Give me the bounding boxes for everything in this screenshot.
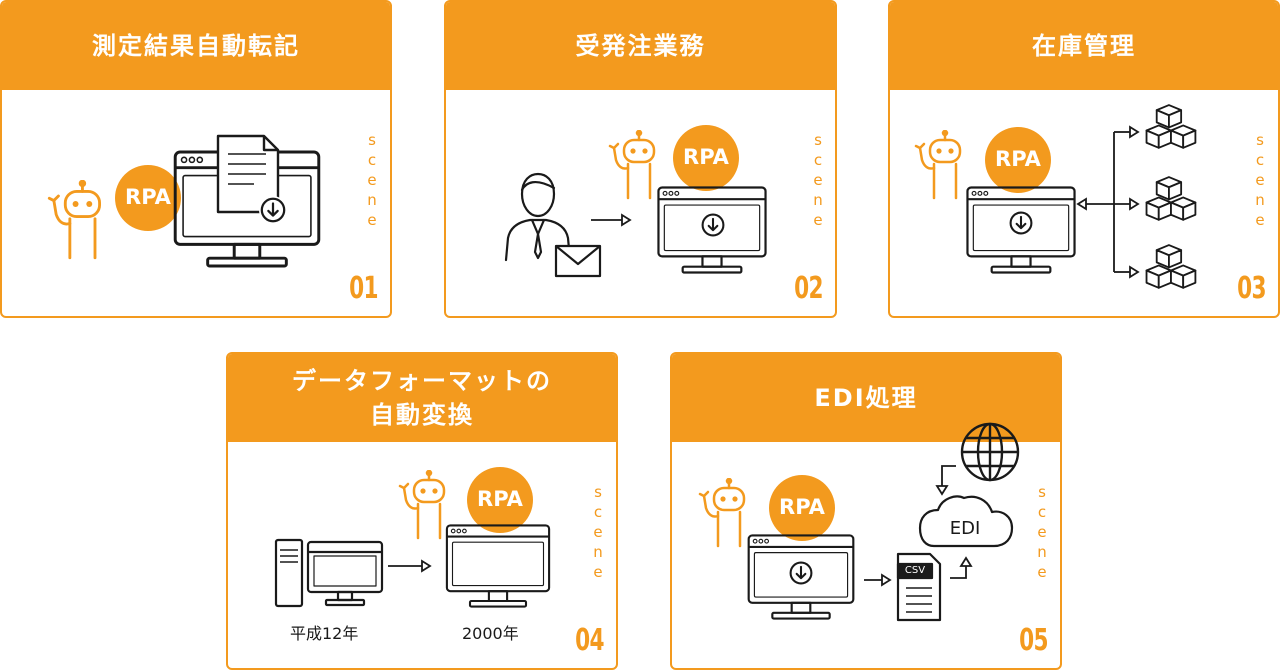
robot-icon xyxy=(698,478,746,548)
rpa-label: RPA xyxy=(683,145,729,169)
arrow-icon xyxy=(1076,125,1140,279)
scene-01-illustration xyxy=(47,134,321,268)
scene-title-02: 受発注業務 xyxy=(446,2,835,90)
cloud-icon xyxy=(918,495,1014,548)
arrow-icon xyxy=(864,573,892,587)
scene-number-02: 02 xyxy=(794,271,823,306)
csv-label: CSV xyxy=(904,565,926,576)
envelope-icon xyxy=(554,244,602,278)
scene-letter: n xyxy=(593,543,603,561)
rpa-badge xyxy=(769,475,835,541)
scene-letter: c xyxy=(1037,503,1047,521)
rpa-label: RPA xyxy=(477,487,523,511)
rpa-label: RPA xyxy=(779,495,825,519)
old-era-label: 平成12年 xyxy=(290,624,359,643)
scene-letter: e xyxy=(1037,523,1047,541)
scene-02-illustration xyxy=(504,125,767,278)
globe-icon xyxy=(960,422,1020,482)
edi-label: EDI xyxy=(949,518,981,539)
scene-title-01: 測定結果自動転記 xyxy=(2,2,390,90)
scene-letter: e xyxy=(1255,211,1265,229)
robot-icon xyxy=(608,130,656,200)
robot-icon xyxy=(914,130,962,200)
arrow-icon xyxy=(388,559,432,573)
rpa-badge xyxy=(673,125,739,191)
arrow-icon xyxy=(950,556,973,579)
new-year-label: 2000年 xyxy=(462,624,519,643)
scene-letter: e xyxy=(813,171,823,189)
scene-letter: n xyxy=(813,191,823,209)
rpa-label: RPA xyxy=(125,185,171,209)
scene-number-04: 04 xyxy=(575,623,604,658)
scene-title-03: 在庫管理 xyxy=(890,2,1278,90)
monitor-icon xyxy=(445,524,551,608)
scene-letter: n xyxy=(1037,543,1047,561)
scene-letter: s xyxy=(814,131,822,149)
scene-number-01: 01 xyxy=(349,271,378,306)
monitor-icon xyxy=(966,186,1076,274)
rpa-badge xyxy=(467,467,533,533)
scene-letter: n xyxy=(367,191,377,209)
scene-letter: e xyxy=(593,563,603,581)
scene-letter: e xyxy=(367,211,377,229)
scene-03-illustration xyxy=(914,104,1197,289)
scene-letter: e xyxy=(367,171,377,189)
boxes-icon xyxy=(1145,104,1197,149)
scene-letter: c xyxy=(593,503,603,521)
scene-letter: n xyxy=(1255,191,1265,209)
scene-05-illustration xyxy=(698,422,1020,622)
scene-letter: e xyxy=(593,523,603,541)
robot-icon xyxy=(398,470,446,540)
csv-file-icon xyxy=(896,552,942,622)
document-icon xyxy=(216,134,280,214)
scene-letter: c xyxy=(813,151,823,169)
boxes-icon xyxy=(1145,176,1197,221)
rpa-badge xyxy=(115,165,181,231)
scene-04-illustration xyxy=(274,467,551,608)
scene-letter: s xyxy=(594,483,602,501)
scene-letter: s xyxy=(1038,483,1046,501)
scene-title-04: データフォーマットの 自動変換 xyxy=(228,354,616,442)
robot-icon xyxy=(47,180,102,260)
scene-card-05[interactable]: EDI処理 xyxy=(670,352,1062,670)
scene-letter: c xyxy=(367,151,377,169)
arrow-icon xyxy=(935,465,956,496)
rpa-label: RPA xyxy=(995,147,1041,171)
download-icon xyxy=(789,561,813,585)
download-icon xyxy=(701,213,725,237)
scene-letter: e xyxy=(1037,563,1047,581)
scene-number-03: 03 xyxy=(1237,271,1266,306)
scene-letter: e xyxy=(813,211,823,229)
scene-letter: s xyxy=(1256,131,1264,149)
scene-letter: s xyxy=(368,131,376,149)
scene-number-05: 05 xyxy=(1019,623,1048,658)
rpa-badge xyxy=(985,127,1051,193)
desktop-tower-icon xyxy=(274,538,384,608)
businessman-icon xyxy=(504,172,572,262)
arrow-icon xyxy=(591,213,632,227)
boxes-icon xyxy=(1145,244,1197,289)
scene-letter: e xyxy=(1255,171,1265,189)
scene-letter: c xyxy=(1255,151,1265,169)
download-icon xyxy=(1009,211,1033,235)
